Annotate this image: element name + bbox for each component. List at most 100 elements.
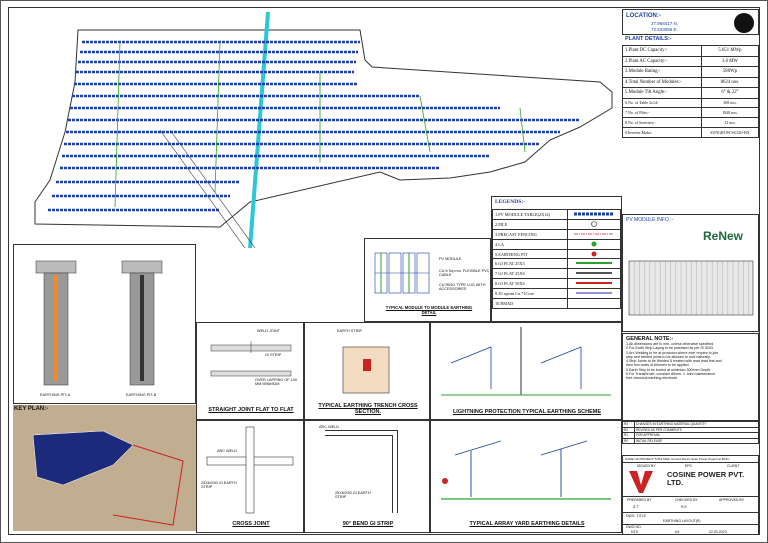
general-note-heading: GENERAL NOTE:- bbox=[626, 336, 674, 342]
location-label: LOCATION:- bbox=[626, 13, 661, 19]
cosine-power-logo bbox=[629, 471, 653, 493]
note-line: 4.Strip Joints to be Welded & treated wi… bbox=[626, 359, 722, 364]
renew-logo: ReNew bbox=[703, 229, 744, 243]
epc-label: EPC bbox=[685, 464, 693, 468]
legends-box: LEGENDS:- 1.PV MODULE TABLE(2X14) 2.PILE… bbox=[491, 196, 622, 322]
note-line: then two coats of bitumen to be applied. bbox=[626, 363, 690, 368]
module-to-module-caption: TYPICAL MODULE TO MODULE EARTHING DETAIL bbox=[385, 305, 473, 315]
bend-detail: ARC WELD 25X6/X50 GI EARTH STRIP 90° BEN… bbox=[304, 420, 430, 533]
location-box: LOCATION:- 27.968417 N, 72.533056 E bbox=[622, 9, 759, 35]
plant-layout-drawing bbox=[34, 12, 613, 248]
straight-joint-caption: STRAIGHT JOINT FLAT TO FLAT bbox=[208, 407, 294, 413]
north-arrow-icon bbox=[734, 13, 754, 33]
earthing-line bbox=[214, 41, 221, 193]
note-line: strip and welded joints to be allowed to… bbox=[626, 354, 711, 359]
weld-joint-label: WELD JOINT bbox=[257, 329, 280, 333]
pv-module-text: PV MODULE bbox=[439, 257, 462, 261]
pd-value: 8624 nos. bbox=[700, 76, 760, 88]
cross-joint-caption: CROSS JOINT bbox=[232, 521, 270, 527]
pd-label: 5.Module Tilt Angle:- bbox=[622, 87, 702, 99]
pv-module-drawing bbox=[628, 260, 754, 316]
size-value: A3 bbox=[675, 530, 680, 534]
overlap-label: OVER LAPPING OF 100 MM MINIMUM bbox=[255, 378, 297, 386]
straight-joint-detail: WELD JOINT GI STRIP OVER LAPPING OF 100 … bbox=[196, 322, 304, 420]
legend-item: 3.PRECAST FENCING bbox=[492, 228, 568, 240]
pd-value: 1848 nos. bbox=[700, 107, 760, 119]
approved-by-label: APPROVED BY bbox=[719, 498, 745, 502]
bend-caption: 90° BEND GI STRIP bbox=[342, 521, 394, 527]
earthing-line bbox=[114, 41, 121, 208]
cross-strip-label: 25X6/X50 GI EARTH STRIP bbox=[201, 481, 237, 489]
legend-item: 2.PILE bbox=[492, 218, 568, 230]
canal-line bbox=[248, 12, 270, 248]
legend-item: 8.GI FLAT 50X6 bbox=[492, 278, 568, 290]
prepared-by-label: PREPARED BY bbox=[627, 498, 652, 502]
pd-value: SUNGROW SG320-HX bbox=[700, 126, 760, 138]
key-plan-label: KEY PLAN:- bbox=[14, 406, 49, 412]
pit-b-label: EARTHING PIT-B bbox=[126, 393, 157, 397]
pd-label: 8.No. of Inverters:- bbox=[622, 117, 702, 128]
pd-value: 12 nos. bbox=[700, 117, 760, 128]
earthing-pit-b-drawing bbox=[121, 260, 163, 386]
pd-label: 2.Plant AC Capacity:- bbox=[622, 55, 702, 67]
legends-table: 1.PV MODULE TABLE(2X14) 2.PILE 3.PRECAST… bbox=[492, 209, 621, 309]
note-line: 3.Arc Welding to be at provision where e… bbox=[626, 350, 719, 355]
arc-weld-label: ARC WELD bbox=[217, 449, 238, 453]
pd-label: 7.No. of Piles:- bbox=[622, 107, 702, 119]
legend-item: 5.EARTHING PIT bbox=[492, 248, 568, 260]
earthing-pit-a-drawing bbox=[35, 260, 77, 386]
dwg-title: EARTHING LAYOUT(R) bbox=[663, 519, 701, 523]
scale-value: NTS bbox=[631, 530, 638, 534]
legends-heading: LEGENDS:- bbox=[495, 199, 525, 205]
plant-details-table: 1.Plant DC Capacity:-5.051 MWp 2.Plant A… bbox=[622, 45, 760, 138]
checked-by-label: CHECKED BY bbox=[675, 498, 698, 502]
note-line: free chemical earthing electrode. bbox=[626, 376, 679, 381]
client-label: CLIENT bbox=[727, 464, 740, 468]
plant-details-title: PLANT DETAILS:- bbox=[625, 36, 672, 42]
location-coord-n: 27.968417 N, bbox=[651, 21, 679, 26]
gi-strip-label: GI STRIP bbox=[265, 353, 282, 357]
pd-value: 3.6 MW bbox=[700, 55, 760, 67]
cable-text: CU 6 Sq.mm. FLEXIBLE PVC CABLE bbox=[439, 269, 490, 277]
dwg-title-label: DWG. TITLE bbox=[626, 514, 646, 518]
legend-item: 6.GI FLAT 25X3 bbox=[492, 258, 568, 270]
module-table-rows bbox=[48, 40, 580, 212]
pv-module-info-box: PV MODULE INFO.:- ReNew bbox=[622, 214, 759, 332]
pd-value: 5.051 MWp bbox=[700, 45, 760, 57]
checked-init: R.K bbox=[681, 505, 687, 509]
legend-item: 9.35 sqmm Cu.*1Core bbox=[492, 288, 568, 300]
plant-boundary bbox=[34, 29, 613, 228]
earth-strip-label: EARTH STRIP bbox=[337, 329, 363, 333]
array-yard-detail: TYPICAL ARRAY YARD EARTHING DETAILS bbox=[430, 420, 622, 533]
cross-joint-detail: ARC WELD 25X6/X50 GI EARTH STRIP CROSS J… bbox=[196, 420, 304, 533]
pd-label: 3.Module Rating:- bbox=[622, 66, 702, 78]
bend-strip-label: 25X6/X50 GI EARTH STRIP bbox=[335, 491, 371, 499]
legend-item: 1.PV MODULE TABLE(2X14) bbox=[492, 209, 568, 220]
lug-text: CU RING TYPE LUG WITH ACCESSORIES bbox=[439, 283, 486, 291]
project-name: NAME OF PROJECT: 5.051 MWp Ground Mount … bbox=[625, 457, 730, 461]
prepared-init: S.T bbox=[633, 505, 639, 509]
pd-label: 9.Inverter Make: bbox=[622, 126, 702, 138]
pd-value: 580Wp bbox=[700, 66, 760, 78]
pd-value: 308 nos. bbox=[700, 97, 760, 109]
bend-arc-weld-label: ARC WELD bbox=[319, 425, 340, 429]
date-value: 22.03.2023 bbox=[709, 530, 727, 534]
legend-item: 10.RMAD bbox=[492, 298, 568, 309]
key-plan-satellite bbox=[13, 405, 196, 531]
earthing-line bbox=[519, 107, 526, 153]
pd-value: 6° & 22° bbox=[700, 87, 760, 99]
trench-detail: EARTH STRIP TYPICAL EARTHING TRENCH CROS… bbox=[304, 322, 430, 420]
title-block: NAME OF PROJECT: 5.051 MWp Ground Mount … bbox=[622, 455, 759, 535]
note-line: 1.All dimensions are in mm. unless other… bbox=[626, 342, 715, 346]
pit-a-label: EARTHING PIT-A bbox=[40, 393, 71, 397]
legend-item: 7.GI FLAT 25X6 bbox=[492, 268, 568, 280]
drawing-frame bbox=[8, 7, 760, 535]
lightning-detail: LIGHTNING PROTECTION TYPICAL EARTHING SC… bbox=[430, 322, 622, 420]
pd-label: 4.Total Number of Modules:- bbox=[622, 76, 702, 88]
legend-item: 4.LA bbox=[492, 238, 568, 250]
note-line: 2.For Earth Strip Laying to be practised… bbox=[626, 346, 714, 351]
general-note-box: GENERAL NOTE:- 1.All dimensions are in m… bbox=[622, 333, 759, 421]
module-to-module-detail: PV MODULE CU 6 Sq.mm. FLEXIBLE PVC CABLE… bbox=[364, 238, 491, 322]
dwg-no-label: DWG NO. bbox=[626, 525, 642, 529]
lightning-caption: LIGHTNING PROTECTION TYPICAL EARTHING SC… bbox=[452, 409, 602, 415]
